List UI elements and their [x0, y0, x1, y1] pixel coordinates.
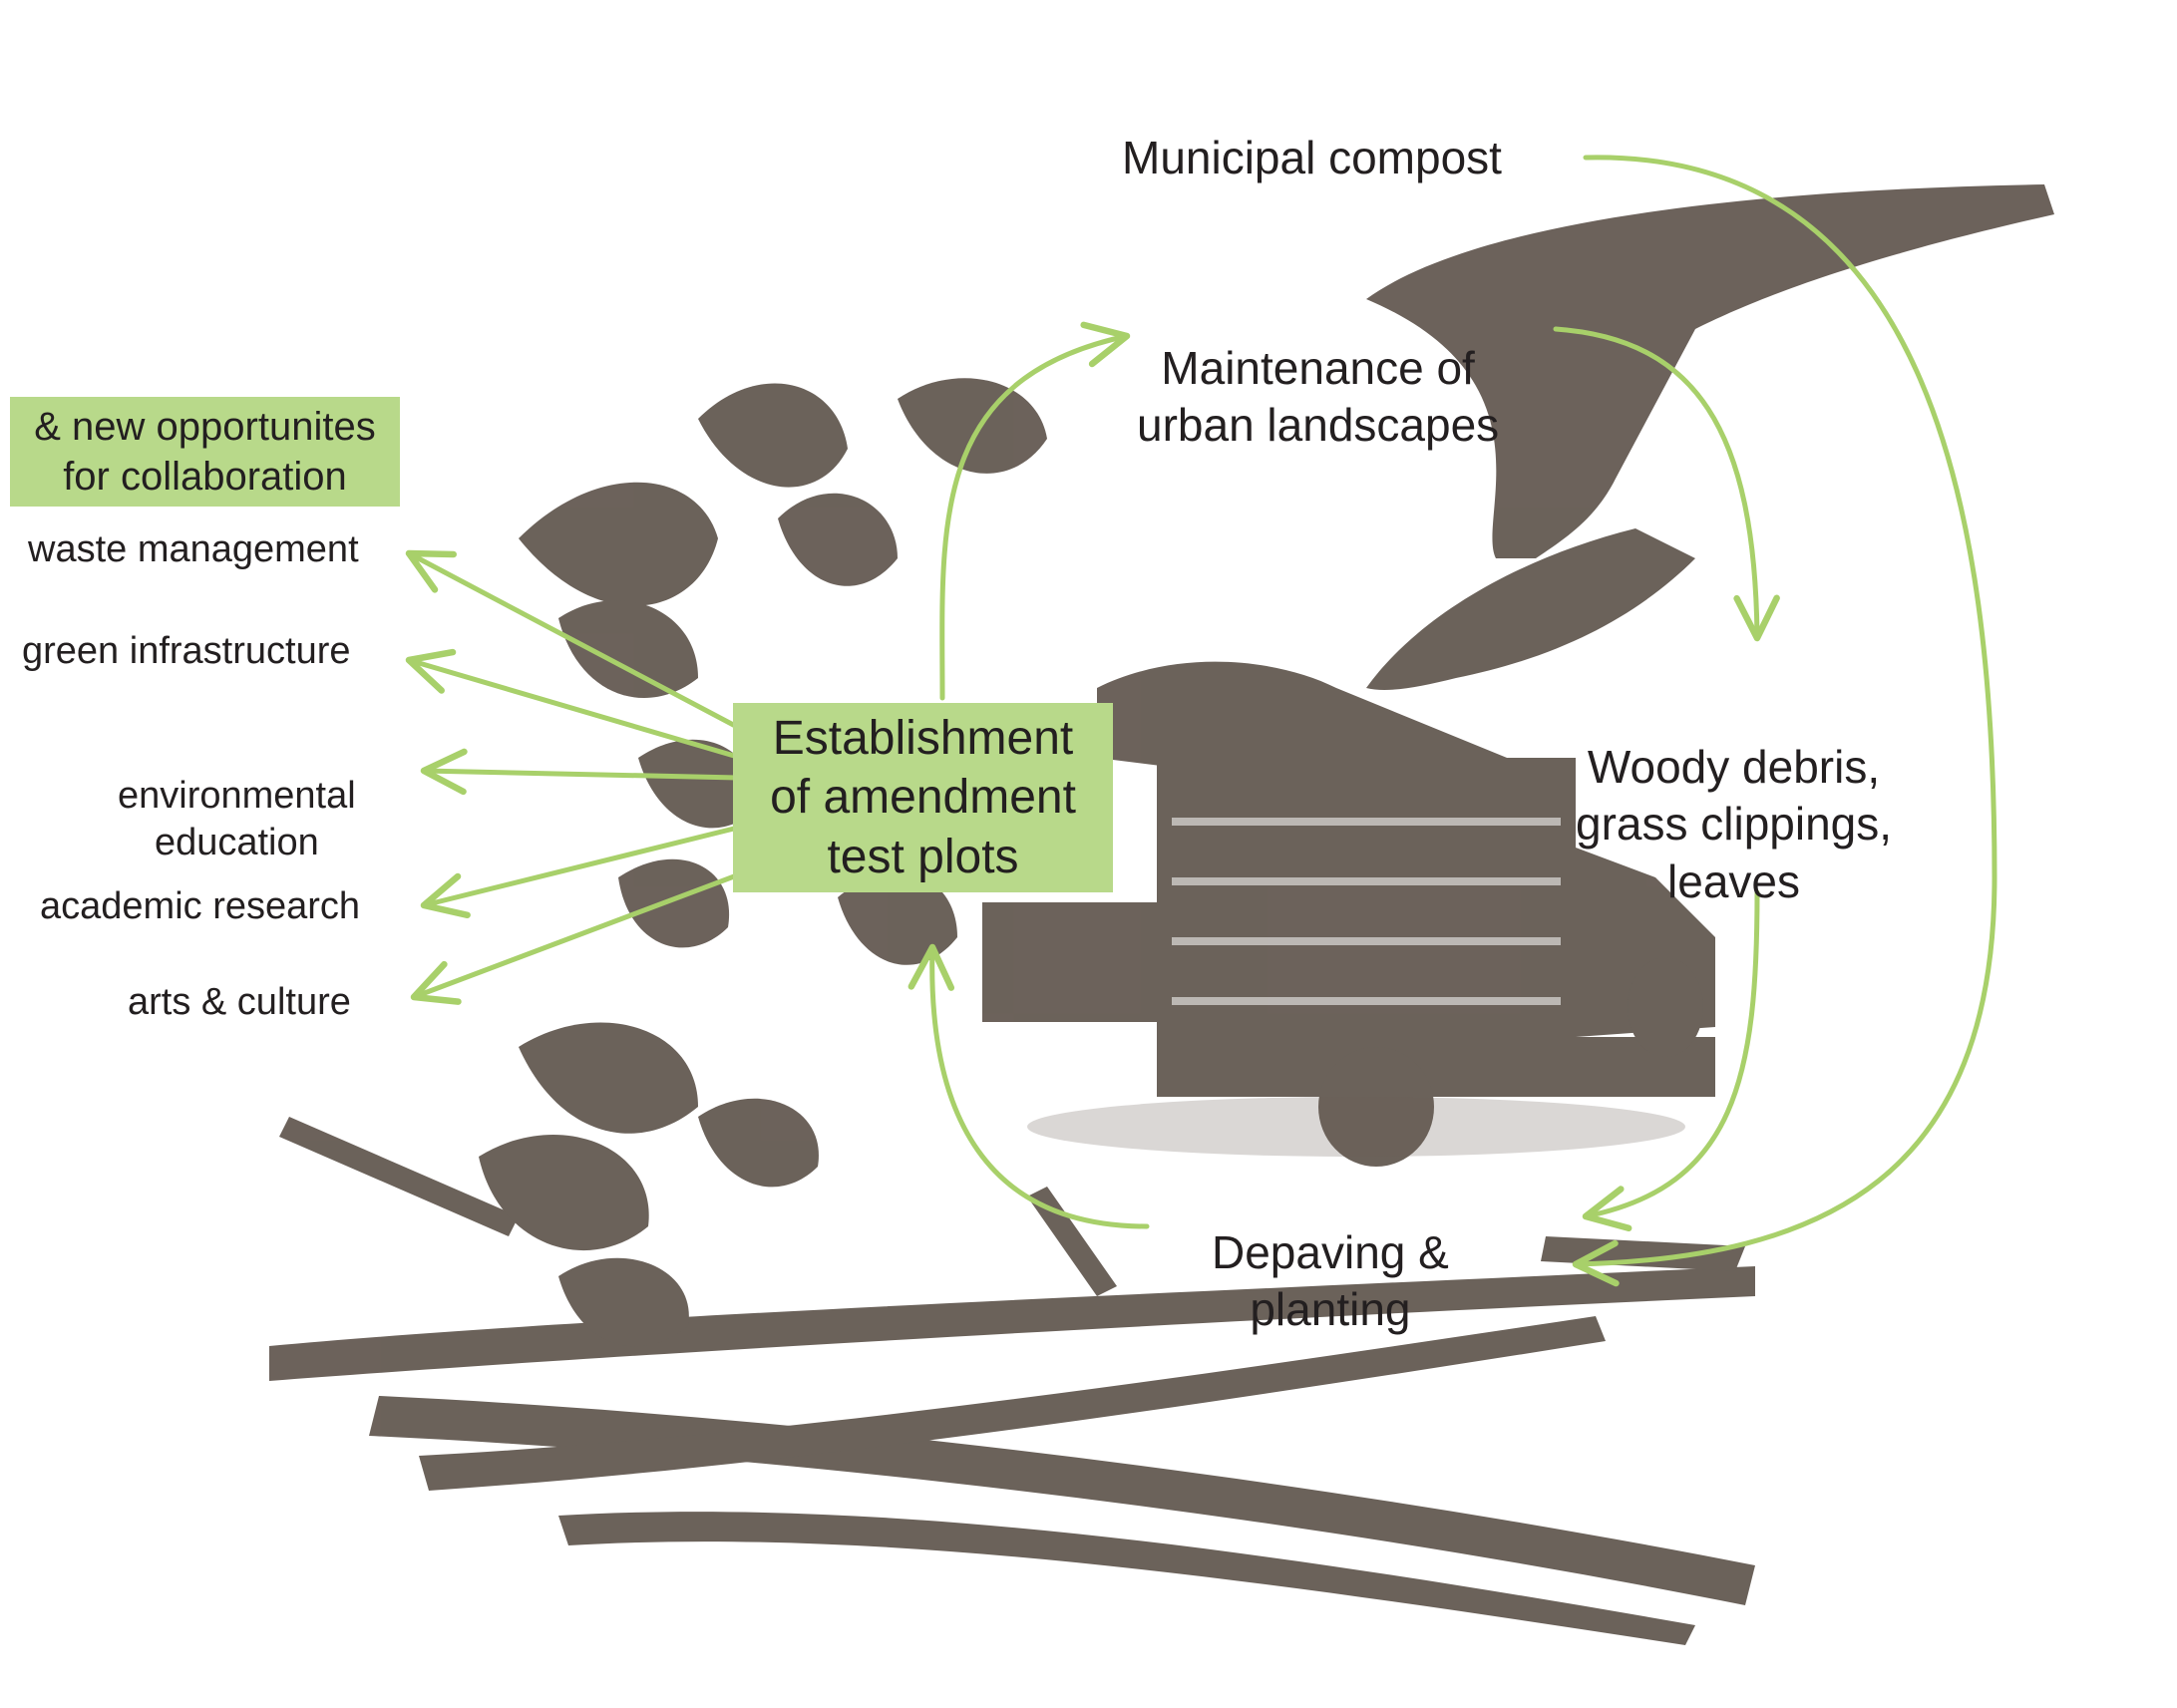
vine-leaves-illustration [479, 378, 1047, 1347]
arrow-to-waste-management [405, 549, 761, 741]
arrow-to-arts-culture [410, 864, 761, 1005]
hand-trowel-illustration [1366, 184, 2054, 690]
arrow-to-environmental-education [420, 748, 741, 796]
dump-truck-illustration [982, 661, 1715, 1167]
node-depaving: Depaving & planting [1212, 1167, 1449, 1339]
collab-item-academic-research: academic research [40, 883, 360, 931]
collaboration-heading: & new opportunites for collaboration [10, 397, 400, 507]
node-establishment-text: Establishment of amendment test plots [770, 712, 1076, 883]
node-woody-debris-text: Woody debris, grass clippings, leaves [1576, 740, 1893, 907]
arrow-depaving-to-establishment [907, 943, 1150, 1229]
node-woody-debris: Woody debris, grass clippings, leaves [1576, 681, 1892, 910]
node-maintenance: Maintenance of urban landscapes [1137, 282, 1499, 455]
arrow-debris-to-depaving [1582, 889, 1760, 1231]
node-establishment: Establishment of amendment test plots [733, 703, 1113, 892]
arrow-compost-to-depaving [1572, 155, 1997, 1287]
node-municipal-compost: Municipal compost [1122, 130, 1502, 187]
collab-item-arts-culture-text: arts & culture [128, 981, 351, 1023]
node-municipal-compost-text: Municipal compost [1122, 132, 1502, 183]
arrow-establishment-to-maintenance [939, 321, 1131, 701]
truck-slats [1172, 818, 1561, 1005]
arrow-to-green-infrastructure [405, 648, 761, 766]
collab-item-arts-culture: arts & culture [128, 979, 351, 1027]
collab-item-green-infrastructure: green infrastructure [22, 628, 351, 676]
node-depaving-text: Depaving & planting [1212, 1225, 1449, 1336]
arrow-to-academic-research [420, 825, 741, 919]
collab-item-environmental-education-text: environmental education [118, 774, 356, 864]
node-maintenance-text: Maintenance of urban landscapes [1137, 341, 1500, 452]
collab-item-waste-management-text: waste management [28, 528, 359, 570]
collab-item-green-infrastructure-text: green infrastructure [22, 630, 351, 672]
collab-item-waste-management: waste management [28, 526, 359, 574]
collab-item-academic-research-text: academic research [40, 885, 361, 927]
collab-item-environmental-education: environmental education [118, 725, 356, 867]
collaboration-heading-text: & new opportunites for collaboration [34, 405, 376, 499]
arrow-maintenance-to-debris [1553, 326, 1780, 642]
